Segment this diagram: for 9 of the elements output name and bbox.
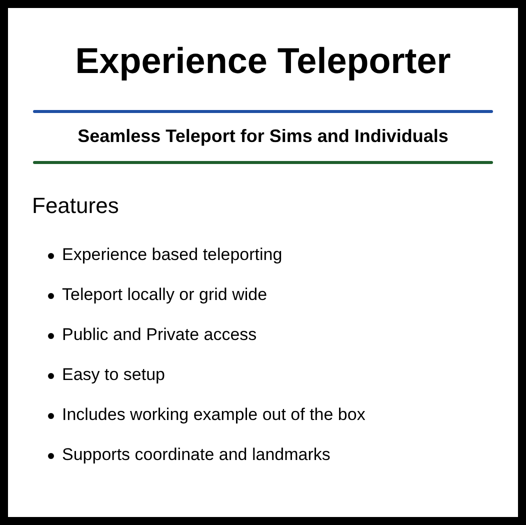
subtitle: Seamless Teleport for Sims and Individuals [76,126,450,147]
feature-item: Supports coordinate and landmarks [62,445,330,465]
feature-item: Public and Private access [62,325,257,345]
section-heading: Features [32,193,119,219]
title: Experience Teleporter [74,40,452,82]
feature-item: Easy to setup [62,365,166,385]
feature-item: Teleport locally or grid wide [62,285,268,305]
feature-item: Includes working example out of the box [62,405,366,425]
feature-item: Experience based teleporting [62,245,282,265]
